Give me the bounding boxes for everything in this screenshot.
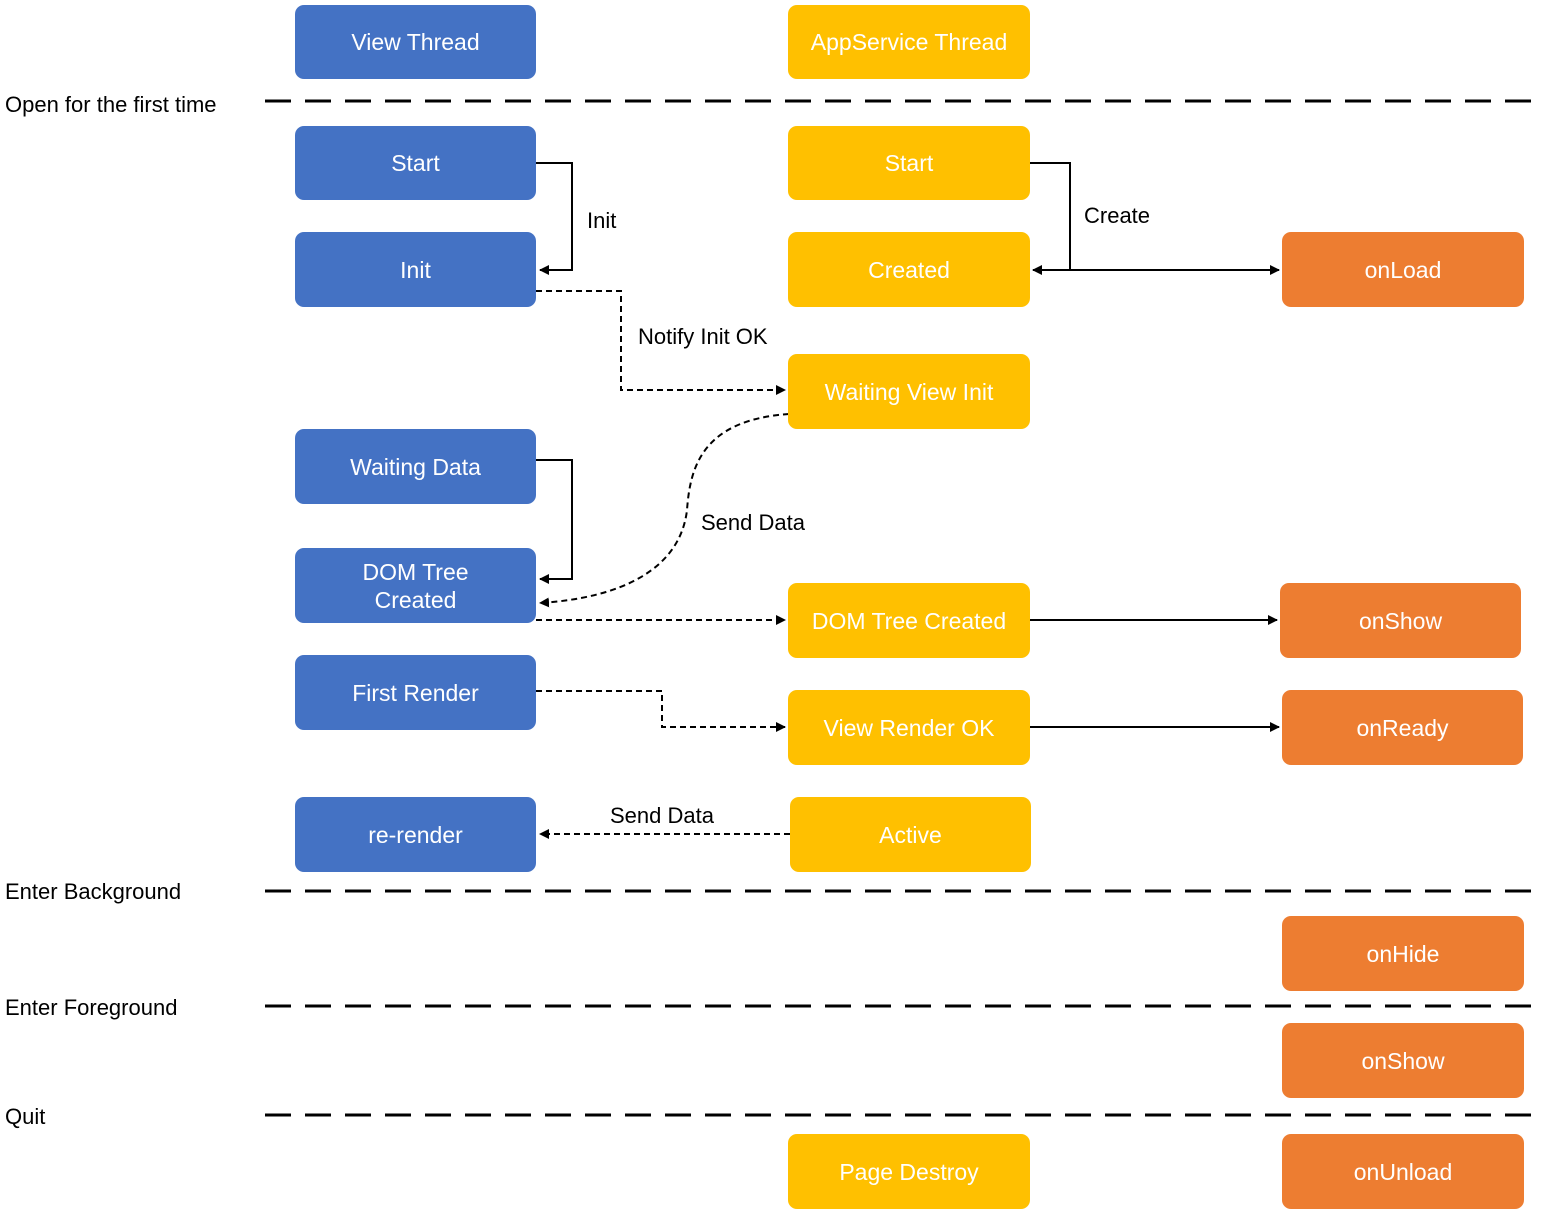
lifecycle-onhide-node: onHide xyxy=(1282,916,1524,991)
edge-label-notify-init-ok: Notify Init OK xyxy=(638,324,768,349)
lifecycle-onready-node: onReady xyxy=(1282,690,1523,765)
edge-send-data-curve xyxy=(539,413,790,608)
view-waiting-data-node: Waiting Data xyxy=(295,429,536,504)
service-dom-tree-created-node: DOM Tree Created xyxy=(788,583,1030,658)
edge-label-create: Create xyxy=(1084,203,1151,228)
view-dom-tree-created-node: DOM Tree Created xyxy=(295,548,536,623)
service-active-node: Active xyxy=(790,797,1031,872)
phase-enter-foreground: Enter Foreground xyxy=(5,995,178,1020)
edge-label-send-data: Send Data xyxy=(701,510,805,535)
appservice-thread-header: AppService Thread xyxy=(788,5,1030,79)
view-first-render-node: First Render xyxy=(295,655,536,730)
service-waiting-view-init-node: Waiting View Init xyxy=(788,354,1030,429)
lifecycle-onload-node: onLoad xyxy=(1282,232,1524,307)
edge-notify-init-ok xyxy=(536,290,786,395)
phase-open-first-time: Open for the first time xyxy=(5,92,217,117)
service-created-node: Created xyxy=(788,232,1030,307)
edge-first-render xyxy=(536,690,786,732)
phase-quit: Quit xyxy=(5,1104,46,1129)
edge-waiting-data-dom xyxy=(536,459,573,584)
edge-label-init: Init xyxy=(587,208,617,233)
edge-service-start-created xyxy=(1030,162,1071,275)
view-start-node: Start xyxy=(295,126,536,200)
view-thread-header: View Thread xyxy=(295,5,536,79)
service-view-render-ok-node: View Render OK xyxy=(788,690,1030,765)
edge-label-send-data-active: Send Data xyxy=(610,803,714,828)
service-page-destroy-node: Page Destroy xyxy=(788,1134,1030,1209)
view-re-render-node: re-render xyxy=(295,797,536,872)
lifecycle-onshow-node: onShow xyxy=(1280,583,1521,658)
phase-enter-background: Enter Background xyxy=(5,879,182,904)
lifecycle-onshow-again-node: onShow xyxy=(1282,1023,1524,1098)
view-init-node: Init xyxy=(295,232,536,307)
lifecycle-onunload-node: onUnload xyxy=(1282,1134,1524,1209)
service-start-node: Start xyxy=(788,126,1030,200)
edge-view-start-init xyxy=(536,162,573,275)
